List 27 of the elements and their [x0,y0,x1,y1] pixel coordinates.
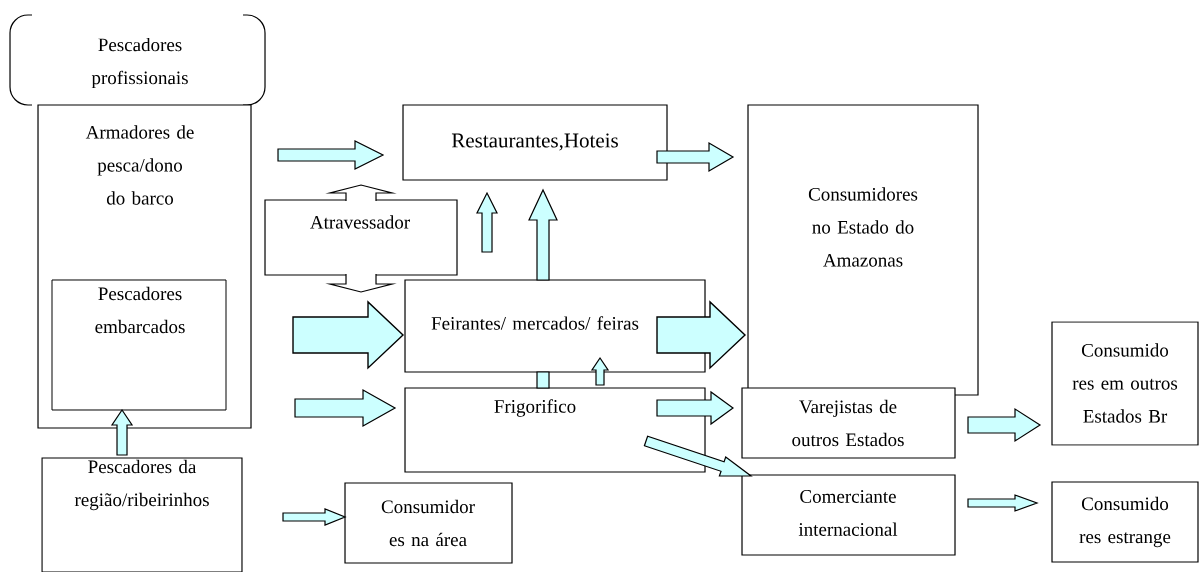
box: Feirantes/ mercados/ feiras [404,279,706,373]
block-arrow [292,300,405,370]
box: Pescadores da região/ribeirinhos [41,457,243,572]
block-arrow [967,407,1042,443]
block-arrow [967,494,1039,512]
box: Consumido res estrange [1051,481,1199,563]
block-arrow [294,388,397,427]
box: Comerciante internacional [741,474,956,556]
block-arrow [110,408,134,456]
up-down-arrow-callout: Atravessador [264,184,458,293]
rounded-bracket-box: Pescadores profissionais [9,14,266,106]
block-arrow [643,435,753,477]
block-arrow [656,300,747,370]
box: Pescadores embarcados [51,279,227,411]
block-arrow [277,140,385,170]
block-arrow [476,191,498,253]
box: Varejistas de outros Estados [741,387,956,459]
box: Consumido res em outros Estados Br [1051,321,1199,446]
block-arrow [656,390,735,426]
box: Restaurantes,Hoteis [402,104,668,181]
block-arrow [590,356,610,386]
block-arrow [656,141,735,173]
box: Consumidor es na área [344,482,513,564]
block-arrow [282,508,347,526]
box: Frigorifico [404,387,706,473]
block-arrow [536,371,550,389]
block-arrow [528,188,558,281]
